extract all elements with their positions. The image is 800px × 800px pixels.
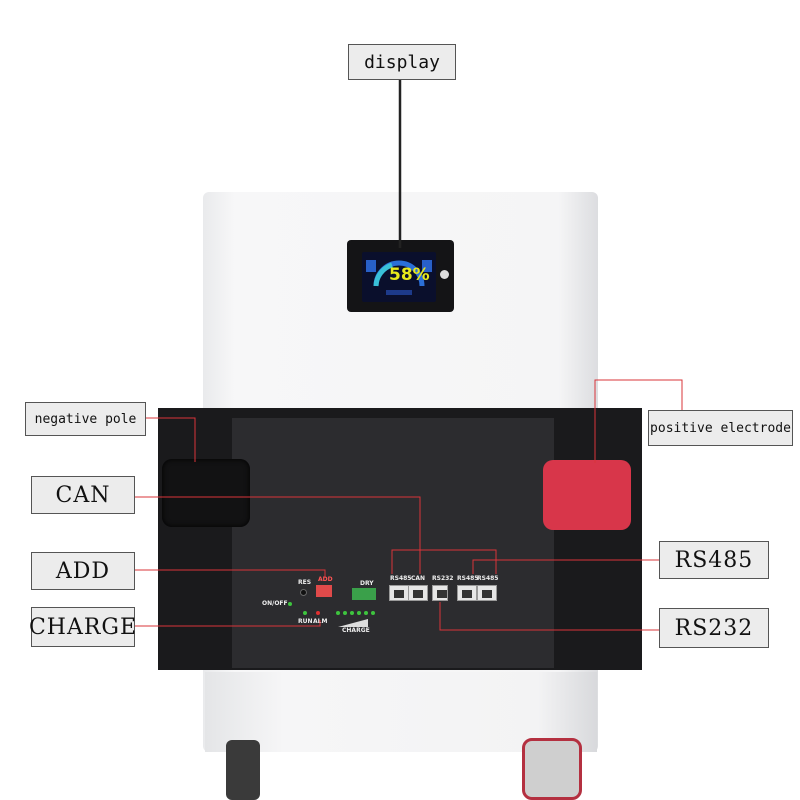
add-dip-switch[interactable] <box>316 585 332 597</box>
can-port[interactable] <box>408 585 428 601</box>
rs485-leader-line-2 <box>391 549 497 574</box>
negative-pole-cap <box>162 459 250 527</box>
rs232-leader-line <box>439 602 659 631</box>
rs485-port-label-c: RS485 <box>477 575 499 582</box>
charge-led-2 <box>343 611 347 615</box>
rs485-leader-line <box>472 559 659 574</box>
lcd-screen <box>362 252 436 302</box>
on-off-label: ON/OFF <box>262 600 288 607</box>
charge-led-1 <box>336 611 340 615</box>
charge-led-4 <box>357 611 361 615</box>
charge-led-6 <box>371 611 375 615</box>
charge-callout: CHARGE <box>29 607 136 647</box>
negative-pole-callout: negative pole <box>25 402 146 436</box>
dry-contact-terminal[interactable] <box>352 588 376 600</box>
add-leader-line <box>134 569 326 578</box>
rs232-port-label: RS232 <box>432 575 454 582</box>
rs485-port-2[interactable] <box>457 585 477 601</box>
rs232-port[interactable] <box>432 585 448 601</box>
on-off-led <box>288 602 292 606</box>
charge-led-3 <box>350 611 354 615</box>
dry-label: DRY <box>360 580 374 587</box>
right-wheel-icon <box>522 738 582 800</box>
charge-leader-line <box>134 620 321 627</box>
state-of-charge-readout: 58% <box>389 265 430 285</box>
charge-led-5 <box>364 611 368 615</box>
display-button[interactable] <box>440 270 449 279</box>
run-led <box>303 611 307 615</box>
add-label: ADD <box>318 576 333 583</box>
can-leader-line <box>134 496 421 574</box>
rs485-port[interactable] <box>389 585 409 601</box>
add-callout: ADD <box>31 552 135 590</box>
alm-led <box>316 611 320 615</box>
res-label: RES <box>298 579 312 586</box>
rs485-port-3[interactable] <box>477 585 497 601</box>
rs485-callout: RS485 <box>659 541 769 579</box>
rs485-port-label-a: RS485 <box>390 575 412 582</box>
can-port-label: CAN <box>411 575 426 582</box>
charge-ramp-icon <box>338 619 368 627</box>
positive-electrode-cap <box>543 460 631 530</box>
negative-pole-leader-line <box>146 417 196 462</box>
left-wheel-icon <box>226 740 260 800</box>
run-label: RUN <box>298 618 313 625</box>
display-callout: display <box>348 44 456 80</box>
rs232-callout: RS232 <box>659 608 769 648</box>
rs485-port-label-b: RS485 <box>457 575 479 582</box>
positive-electrode-callout: positive electrode <box>648 410 793 446</box>
can-callout: CAN <box>31 476 135 514</box>
reset-button[interactable] <box>300 589 307 596</box>
charge-label: CHARGE <box>342 627 370 634</box>
